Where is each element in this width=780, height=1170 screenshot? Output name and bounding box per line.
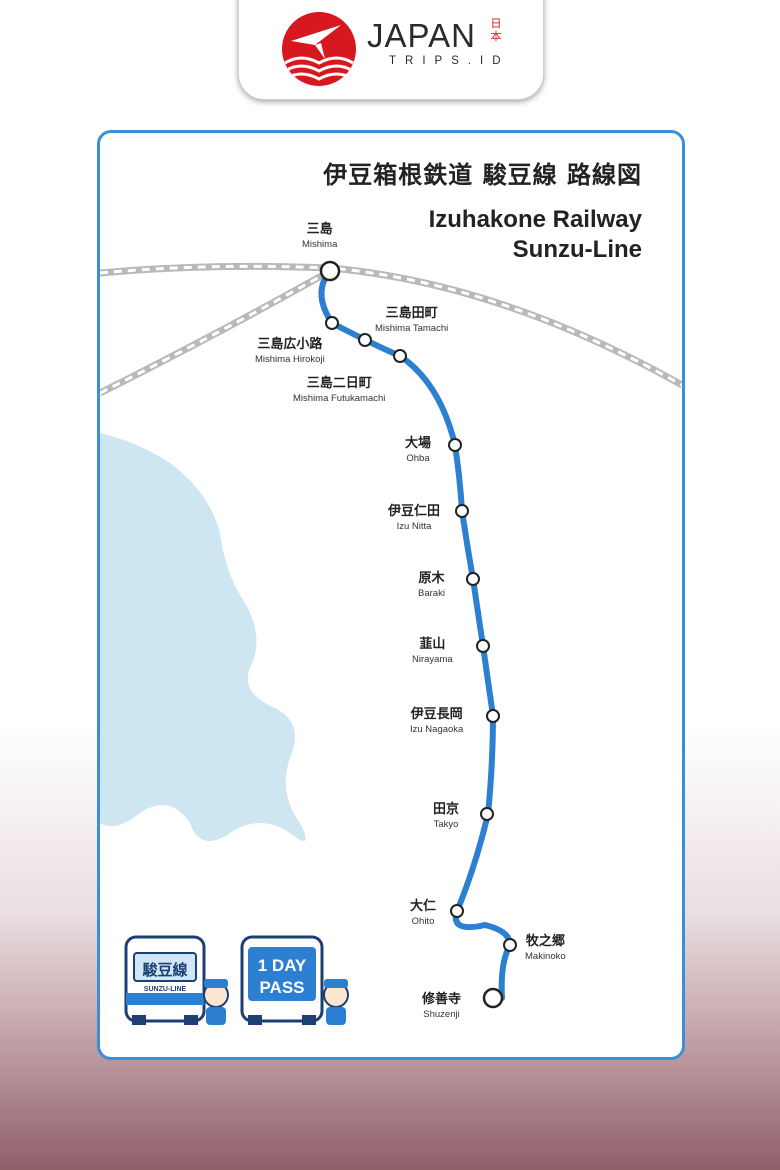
station-name-jp: 大場 <box>405 436 432 451</box>
station-dot-ohito <box>450 904 464 918</box>
brand-subtitle: TRIPS.ID <box>389 55 510 67</box>
train-sign-text: 駿豆線 <box>142 961 187 979</box>
station-name-en: Mishima Hirokoji <box>255 354 325 365</box>
route-map-canvas <box>100 260 682 1009</box>
station-name-jp: 三島広小路 <box>257 337 323 352</box>
station-label-mishima-futukamachi: 三島二日町 Mishima Futukamachi <box>293 375 385 405</box>
station-name-en: Ohito <box>411 916 435 927</box>
station-label-takyo: 田京 Takyo <box>433 801 459 831</box>
station-name-en: Shuzenji <box>423 1009 460 1020</box>
station-dot-mishima-hirokoji <box>325 316 339 330</box>
one-day-pass-icon: 1 DAY PASS <box>240 935 349 1025</box>
station-name-en: Takyo <box>433 819 459 830</box>
map-title-japanese: 伊豆箱根鉄道 駿豆線 路線図 <box>323 161 642 189</box>
station-name-jp: 修善寺 <box>422 992 462 1007</box>
header-tab: JAPAN TRIPS.ID 日本 <box>238 0 544 100</box>
station-name-jp: 原木 <box>418 571 445 586</box>
station-name-jp: 大仁 <box>410 899 437 914</box>
station-label-makinoko: 牧之郷 Makinoko <box>525 933 566 963</box>
train-caption-text: SUNZU-LINE <box>144 986 187 993</box>
station-label-shuzenji: 修善寺 Shuzenji <box>422 991 461 1021</box>
station-label-ohba: 大場 Ohba <box>405 435 431 465</box>
map-title-english-line1: Izuhakone Railway <box>428 206 642 233</box>
water-body <box>100 433 306 841</box>
station-dots <box>319 260 517 1009</box>
station-dot-shuzenji <box>482 987 504 1009</box>
route-map-card: 伊豆箱根鉄道 駿豆線 路線図 Izuhakone Railway Sunzu-L… <box>97 130 685 1060</box>
station-dot-nirayama <box>476 639 490 653</box>
station-name-en: Mishima Tamachi <box>375 323 449 334</box>
station-dot-mishima-futukamachi <box>393 349 407 363</box>
station-name-en: Makinoko <box>525 951 566 962</box>
map-title-english-line2: Sunzu-Line <box>512 236 642 263</box>
station-label-izu-nagaoka: 伊豆長岡 Izu Nagaoka <box>410 706 463 736</box>
station-name-jp: 韮山 <box>419 637 446 652</box>
station-name-en: Mishima Futukamachi <box>293 393 386 404</box>
station-name-jp: 田京 <box>433 802 460 817</box>
station-label-baraki: 原木 Baraki <box>418 570 445 600</box>
station-name-jp: 三島 <box>306 222 333 237</box>
station-name-en: Izu Nagaoka <box>410 724 464 735</box>
station-name-en: Izu Nitta <box>396 521 432 532</box>
station-label-ohito: 大仁 Ohito <box>410 898 436 928</box>
station-name-jp: 牧之郷 <box>525 934 565 949</box>
station-name-en: Baraki <box>418 588 445 599</box>
station-dot-mishima-tamachi <box>358 333 372 347</box>
station-label-mishima-hirokoji: 三島広小路 Mishima Hirokoji <box>255 336 325 366</box>
station-dot-baraki <box>466 572 480 586</box>
station-dot-izu-nagaoka <box>486 709 500 723</box>
station-label-nirayama: 韮山 Nirayama <box>412 636 453 666</box>
station-dot-mishima <box>319 260 341 282</box>
sunzu-line-train-icon: 駿豆線 SUNZU-LINE <box>124 935 229 1025</box>
station-label-izu-nitta: 伊豆仁田 Izu Nitta <box>388 503 440 533</box>
japan-trips-logo-icon <box>282 12 356 86</box>
station-dot-ohba <box>448 438 462 452</box>
pass-line2-text: PASS <box>259 978 304 997</box>
station-name-jp: 三島二日町 <box>306 376 372 391</box>
station-name-jp: 伊豆仁田 <box>388 504 441 519</box>
station-dot-takyo <box>480 807 494 821</box>
station-name-jp: 三島田町 <box>385 306 438 321</box>
station-name-jp: 伊豆長岡 <box>410 707 463 722</box>
other-rail-lines <box>100 262 682 397</box>
station-label-mishima: 三島 Mishima <box>302 221 337 251</box>
map-title-english: Izuhakone Railway Sunzu-Line <box>429 205 642 265</box>
pass-line1-text: 1 DAY <box>258 956 307 975</box>
brand-kanji: 日本 <box>490 17 502 43</box>
station-name-en: Ohba <box>406 453 430 464</box>
station-name-en: Mishima <box>302 239 338 250</box>
brand-name: JAPAN <box>367 17 476 54</box>
station-name-en: Nirayama <box>412 654 453 665</box>
station-dot-makinoko <box>503 938 517 952</box>
station-label-mishima-tamachi: 三島田町 Mishima Tamachi <box>375 305 448 335</box>
station-dot-izu-nitta <box>455 504 469 518</box>
